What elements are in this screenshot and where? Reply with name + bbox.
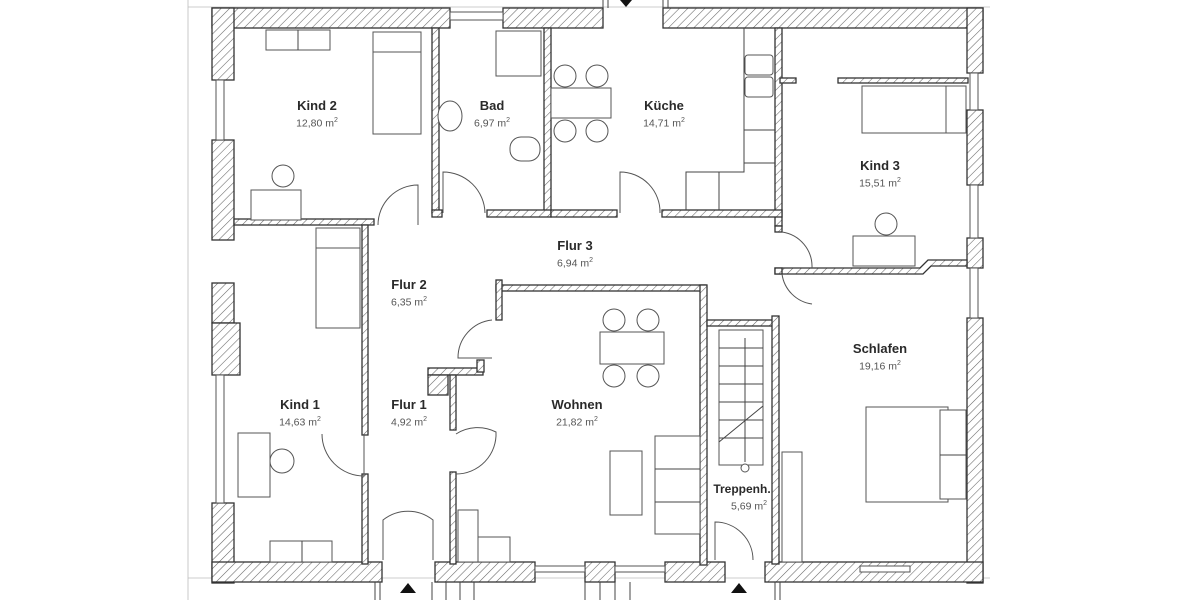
- room-area: 6,94 m2: [556, 257, 594, 270]
- room-label-wohnen: Wohnen 21,82 m2: [551, 397, 602, 429]
- room-label-kind1: Kind 1 14,63 m2: [279, 397, 321, 429]
- room-name: Schlafen: [852, 341, 908, 356]
- room-name: Treppenh.: [713, 482, 771, 496]
- entrance-markers: [374, 0, 781, 600]
- room-area: 6,35 m2: [390, 296, 428, 309]
- room-name: Kind 1: [280, 397, 320, 412]
- windows: [215, 11, 979, 573]
- doors: [321, 171, 813, 561]
- room-name: Flur 2: [391, 277, 427, 292]
- room-label-flur3: Flur 3 6,94 m2: [557, 238, 593, 270]
- entrance-arrow-icon: [620, 0, 632, 7]
- room-area: 14,63 m2: [279, 416, 321, 429]
- room-area: 21,82 m2: [556, 416, 598, 429]
- entrance-arrow-icon: [400, 583, 416, 593]
- room-name: Bad: [479, 98, 505, 113]
- room-area: 14,71 m2: [643, 117, 685, 130]
- room-label-kind2: Kind 2 12,80 m2: [296, 98, 338, 130]
- room-label-kind3: Kind 3 15,51 m2: [859, 158, 901, 190]
- room-label-treppenhaus: Treppenh. 5,69 m2: [713, 482, 770, 513]
- outer-walls: [211, 7, 984, 584]
- room-name: Küche: [644, 98, 684, 113]
- entrance-arrow-icon: [731, 583, 747, 593]
- room-name: Kind 3: [860, 158, 900, 173]
- room-label-bad: Bad 6,97 m2: [474, 98, 510, 130]
- room-area: 5,69 m2: [730, 500, 767, 513]
- room-area: 19,16 m2: [859, 360, 901, 373]
- room-label-flur2: Flur 2 6,35 m2: [391, 277, 427, 309]
- room-area: 12,80 m2: [296, 117, 338, 130]
- room-label-kueche: Küche 14,71 m2: [643, 98, 685, 130]
- room-area: 15,51 m2: [859, 177, 901, 190]
- furniture: [237, 28, 967, 563]
- room-area: 6,97 m2: [473, 117, 511, 130]
- room-area: 4,92 m2: [390, 416, 428, 429]
- room-name: Flur 3: [557, 238, 593, 253]
- room-label-flur1: Flur 1 4,92 m2: [391, 397, 427, 429]
- room-name: Kind 2: [297, 98, 337, 113]
- room-name: Flur 1: [391, 397, 427, 412]
- room-label-schlafen: Schlafen 19,16 m2: [853, 341, 907, 373]
- interior-walls: [233, 27, 969, 566]
- room-name: Wohnen: [551, 397, 603, 412]
